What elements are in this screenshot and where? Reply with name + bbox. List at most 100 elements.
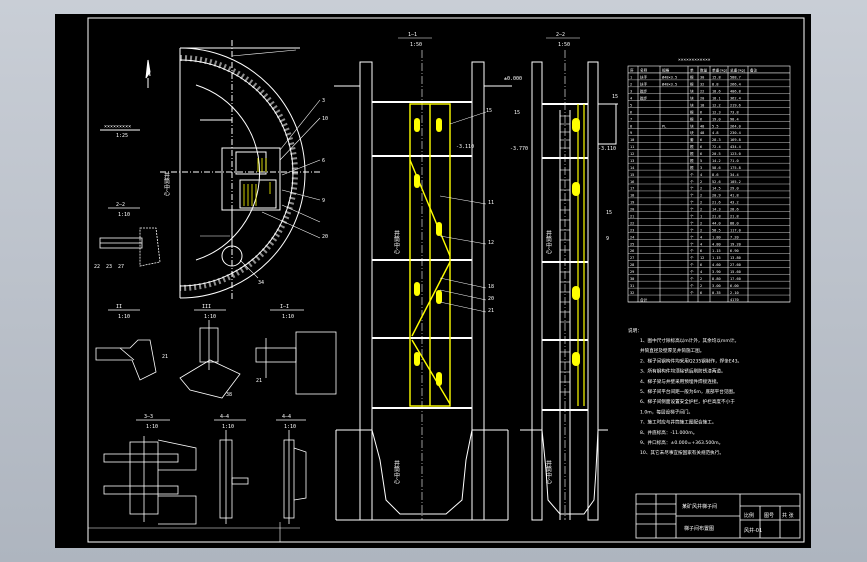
table-cell: 踏步 <box>640 89 648 94</box>
svg-text:井筒中心: 井筒中心 <box>545 229 552 254</box>
table-cell: 4170 <box>730 298 739 302</box>
table-cell: 14.3 <box>712 208 721 212</box>
table-cell: 2 <box>700 228 702 232</box>
sheet-number: 风井-01 <box>744 527 762 534</box>
table-cell: 32 <box>630 291 634 295</box>
ladder-rungs-1-1 <box>414 118 442 386</box>
table-cell: 123.0 <box>730 152 741 156</box>
section-1-1-labels: 1—1 1:50 ±0.000 -3.110 15 11 12 18 20 21… <box>393 32 523 484</box>
table-cell: 6.00 <box>730 284 739 288</box>
callout-label: 10 <box>322 116 328 122</box>
table-cell: 块 <box>690 123 694 128</box>
detail-scale: 1:10 <box>204 314 216 320</box>
table-header-cell: 备注 <box>750 68 758 73</box>
table-cell: 0.35 <box>712 291 721 295</box>
callout-label: 3 <box>322 98 325 104</box>
table-title: ×××××××××××× <box>678 58 711 63</box>
callout-label: 20 <box>322 234 328 240</box>
callout-label: 6 <box>322 158 325 164</box>
table-cell: 6 <box>700 152 702 156</box>
table-cell: 27 <box>630 256 634 260</box>
table-cell: 48 <box>700 131 704 135</box>
table-cell: 30 <box>700 76 704 80</box>
table-cell: 26 <box>630 249 634 253</box>
section-2-2 <box>520 50 618 521</box>
detail-title: II <box>116 304 122 310</box>
table-cell: 个 <box>690 262 694 267</box>
table-cell: 27.60 <box>730 263 741 267</box>
table-cell: 28.3 <box>712 138 721 142</box>
table-cell: 20.5 <box>712 152 721 156</box>
table-cell: 4 <box>700 173 702 177</box>
scale-label: 比例 <box>744 512 754 519</box>
section-title: 1—1 <box>408 32 417 38</box>
note-line: 9、井口标高：±0.000=+363.500m。 <box>640 439 723 446</box>
table-cell: 8.8 <box>712 83 719 87</box>
table-cell: 块 <box>690 102 694 107</box>
sheet-label: 图号 <box>764 513 774 519</box>
table-cell: 3.00 <box>712 284 721 288</box>
drawing-name: 梯子间布置图 <box>684 525 714 532</box>
title-block <box>635 493 801 539</box>
table-cell: 362.4 <box>730 97 741 101</box>
table-cell: 4.60 <box>712 263 721 267</box>
table-cell: 块 <box>690 89 694 94</box>
table-cell: 个 <box>690 179 694 184</box>
callout-label: 27 <box>118 264 124 270</box>
table-cell: 5 <box>700 159 702 163</box>
table-cell: 6 <box>700 249 702 253</box>
table-cell: 21.6 <box>712 201 721 205</box>
table-cell: 根 <box>690 151 694 156</box>
table-cell: 扶手 <box>640 75 648 80</box>
table-header-cell: 序 <box>630 68 634 73</box>
callout-label: 9 <box>606 236 609 242</box>
table-cell: 个 <box>690 241 694 246</box>
detail-scale: 1:10 <box>118 212 130 218</box>
callout-label: 21 <box>162 354 168 360</box>
table-cell: 21.8 <box>712 215 721 219</box>
table-header-cell: 总重(kg) <box>730 68 746 73</box>
table-header-cell: 单 <box>690 68 694 73</box>
table-cell: 扶手 <box>640 82 648 87</box>
table-cell: 32 <box>700 83 704 87</box>
note-line: 8、井底标高：-11.000m。 <box>640 429 697 436</box>
table-cell: 14.2 <box>712 159 721 163</box>
table-cell: 2 <box>700 221 702 225</box>
detail-title: 4—4 <box>282 414 291 420</box>
table-cell: 踏步 <box>640 96 648 101</box>
table-cell: 12.3 <box>712 110 721 114</box>
note-line: 6、梯子间侧面设置安全护栏，护栏高度不小于 <box>640 398 735 405</box>
note-line: 2、梯子间钢构件均采用Q235钢制作，焊条E43。 <box>640 357 742 364</box>
table-cell: 根 <box>690 116 694 121</box>
detail-title: III <box>202 304 211 310</box>
table-cell: 4 <box>700 242 702 246</box>
north-arrow-icon <box>145 59 151 79</box>
table-cell: 2.10 <box>730 291 739 295</box>
callout-label: 15 <box>606 210 612 216</box>
table-cell: 个 <box>690 186 694 191</box>
table-cell: 4.80 <box>712 242 721 246</box>
callout-label: 12 <box>488 240 494 246</box>
table-header-cell: 单重(kg) <box>712 68 728 73</box>
callout-label: 15 <box>486 108 492 114</box>
table-cell: 72.4 <box>712 145 721 149</box>
table-cell: 8 <box>630 124 632 128</box>
table-cell: 8.80 <box>712 277 721 281</box>
callout-label: 34 <box>258 280 264 286</box>
table-cell: 4 <box>630 97 632 101</box>
table-cell: 个 <box>690 200 694 205</box>
detail-scale: 1:10 <box>146 424 158 430</box>
table-cell: 3.90 <box>712 270 721 274</box>
detail-scale: 1:10 <box>222 424 234 430</box>
table-cell: 3 <box>700 166 702 170</box>
table-cell: 29 <box>630 270 634 274</box>
table-cell: 6 <box>630 110 632 114</box>
table-cell: 2 <box>630 83 632 87</box>
table-cell: 17.60 <box>730 277 741 281</box>
table-cell: Ø48×3.5 <box>662 82 677 87</box>
table-cell: 6 <box>700 263 702 267</box>
table-cell: 块 <box>690 96 694 101</box>
table-cell: 合计 <box>640 297 648 302</box>
svg-text:井筒中心: 井筒中心 <box>393 459 400 484</box>
